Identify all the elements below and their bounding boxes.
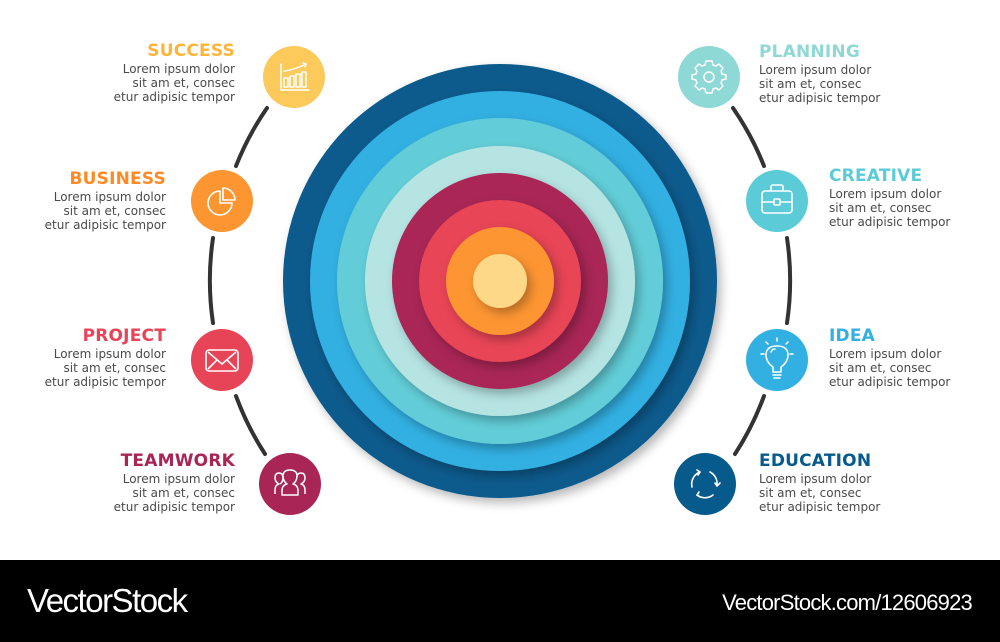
label-body: Lorem ipsum dolor sit am et, consec etur… [113,62,235,104]
label-title: TEAMWORK [120,451,235,471]
label-body: Lorem ipsum dolor sit am et, consec etur… [759,63,881,105]
team-icon [274,469,306,496]
connector-creative-idea [785,236,793,325]
label-creative: CREATIVE Lorem ipsum dolor sit am et, co… [829,166,1000,229]
label-business: BUSINESS Lorem ipsum dolor sit am et, co… [0,169,166,232]
lightbulb-icon [760,337,794,379]
label-title: BUSINESS [69,169,166,189]
label-title: EDUCATION [759,451,872,471]
pie-chart-icon [207,187,236,216]
node-idea[interactable] [746,329,808,391]
label-title: IDEA [829,326,876,346]
node-planning[interactable] [678,46,740,108]
label-title: PLANNING [759,42,861,62]
label-body: Lorem ipsum dolor sit am et, consec etur… [113,472,235,514]
connector-idea-education [733,394,766,456]
image-url: VectorStock.com/12606923 [722,590,973,615]
node-success[interactable] [263,46,325,108]
label-project: PROJECT Lorem ipsum dolor sit am et, con… [0,326,166,389]
connector-planning-creative [731,106,766,168]
label-idea: IDEA Lorem ipsum dolor sit am et, consec… [829,326,1000,389]
bar-chart-icon [280,62,310,91]
node-education[interactable] [674,453,736,515]
diagram-graphic [191,46,808,515]
label-body: Lorem ipsum dolor sit am et, consec etur… [759,472,881,514]
node-project[interactable] [191,329,253,391]
label-title: CREATIVE [829,166,923,186]
brand-logo: VectorStock [27,582,188,619]
node-creative[interactable] [746,170,808,232]
label-teamwork: TEAMWORK Lorem ipsum dolor sit am et, co… [15,451,235,514]
connector-arcs [207,106,793,456]
label-planning: PLANNING Lorem ipsum dolor sit am et, co… [759,42,979,105]
connector-success-business [234,106,269,168]
label-body: Lorem ipsum dolor sit am et, consec etur… [829,347,951,389]
label-body: Lorem ipsum dolor sit am et, consec etur… [44,190,166,232]
infographic-canvas: SUCCESS Lorem ipsum dolor sit am et, con… [0,41,1000,515]
ring-8-center [473,254,527,308]
label-success: SUCCESS Lorem ipsum dolor sit am et, con… [15,41,235,104]
watermark-footer: VectorStock VectorStock.com/12606923 [0,560,1000,642]
connector-project-teamwork [234,394,267,456]
label-education: EDUCATION Lorem ipsum dolor sit am et, c… [759,451,979,514]
concentric-rings [283,64,717,498]
connector-business-project [207,236,215,325]
node-business[interactable] [191,170,253,232]
briefcase-icon [761,184,793,214]
envelope-icon [205,349,239,372]
label-body: Lorem ipsum dolor sit am et, consec etur… [829,187,951,229]
label-body: Lorem ipsum dolor sit am et, consec etur… [44,347,166,389]
node-teamwork[interactable] [259,453,321,515]
label-title: PROJECT [82,326,166,346]
label-title: SUCCESS [147,41,235,61]
cycle-arrows-icon [690,469,721,499]
gear-icon [691,60,727,94]
